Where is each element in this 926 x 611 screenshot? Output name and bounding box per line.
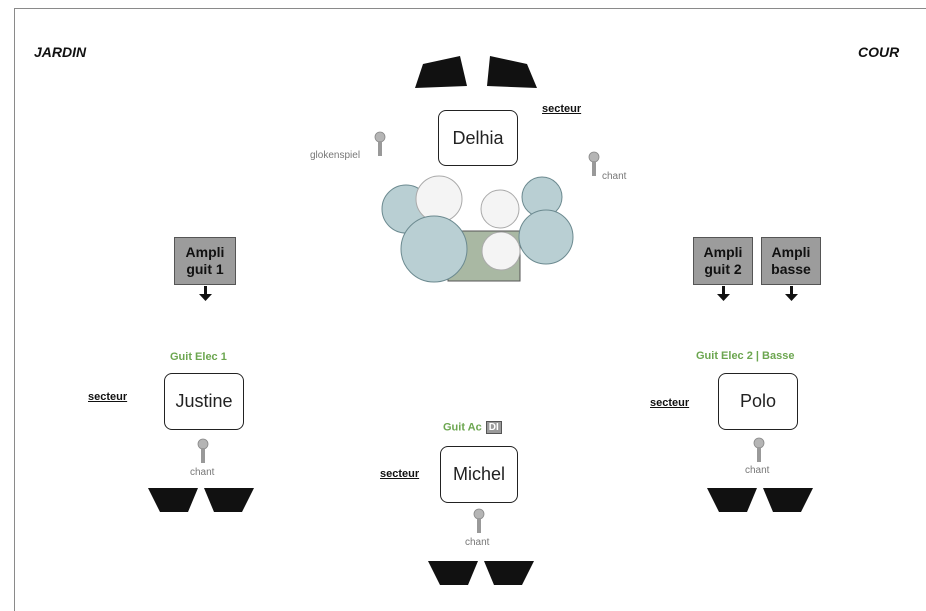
jardin-label: JARDIN bbox=[34, 44, 87, 60]
arrow-down-icon bbox=[199, 286, 212, 301]
monitor-wedge-right bbox=[487, 56, 537, 88]
instrument-polo: Guit Elec 2 | Basse bbox=[696, 350, 795, 362]
drum-tom-left bbox=[415, 175, 463, 223]
stage-frame bbox=[14, 8, 926, 611]
ampli-guit-2-line1: Ampli bbox=[703, 244, 743, 260]
musician-polo: Polo bbox=[718, 373, 798, 430]
secteur-polo: secteur bbox=[650, 397, 690, 409]
secteur-justine: secteur bbox=[88, 391, 128, 403]
arrow-down-icon bbox=[717, 286, 730, 301]
mic-label-chant-justine: chant bbox=[190, 467, 215, 478]
mic-label-glokenspiel: glokenspiel bbox=[310, 150, 361, 161]
musician-justine: Justine bbox=[164, 373, 244, 430]
monitor-wedge-left bbox=[415, 56, 467, 88]
cour-label: COUR bbox=[858, 44, 900, 60]
monitor-wedge-left bbox=[428, 561, 478, 585]
drum-kit bbox=[381, 175, 574, 283]
instrument-michel-label: Guit Ac bbox=[443, 421, 482, 434]
musician-michel: Michel bbox=[440, 446, 518, 503]
mic-icon-chant-delhia bbox=[588, 151, 600, 176]
ampli-basse-line1: Ampli bbox=[771, 244, 811, 260]
monitor-wedge-right bbox=[763, 488, 813, 512]
arrow-down-icon bbox=[785, 286, 798, 301]
secteur-delhia: secteur bbox=[542, 103, 582, 115]
drummer-monitors bbox=[415, 56, 537, 88]
mic-icon-chant-justine bbox=[197, 438, 209, 463]
monitors-polo bbox=[707, 488, 813, 512]
secteur-michel: secteur bbox=[380, 468, 420, 480]
monitor-wedge-right bbox=[484, 561, 534, 585]
ampli-basse-line2: basse bbox=[771, 261, 811, 277]
instrument-justine: Guit Elec 1 bbox=[170, 351, 227, 363]
mic-icon-chant-michel bbox=[473, 508, 485, 533]
ampli-basse: Ampli basse bbox=[761, 237, 821, 285]
monitors-michel bbox=[428, 561, 534, 585]
drum-floor-tom bbox=[481, 231, 521, 271]
musician-delhia: Delhia bbox=[438, 110, 518, 166]
monitors-justine bbox=[148, 488, 254, 512]
monitor-wedge-right bbox=[204, 488, 254, 512]
ampli-guit-2-line2: guit 2 bbox=[704, 261, 742, 277]
monitor-wedge-left bbox=[707, 488, 757, 512]
di-badge: DI bbox=[485, 421, 502, 434]
mic-label-chant-delhia: chant bbox=[602, 171, 627, 182]
drum-cymbal-right bbox=[518, 209, 574, 265]
drum-tom-right bbox=[480, 189, 520, 229]
drum-cymbal-crash bbox=[400, 215, 468, 283]
ampli-guit-2: Ampli guit 2 bbox=[693, 237, 753, 285]
ampli-guit-1-line1: Ampli bbox=[185, 244, 225, 260]
ampli-guit-1: Ampli guit 1 bbox=[174, 237, 236, 285]
monitor-wedge-left bbox=[148, 488, 198, 512]
mic-icon-glokenspiel bbox=[374, 131, 386, 156]
mic-icon-chant-polo bbox=[753, 437, 765, 462]
ampli-guit-1-line2: guit 1 bbox=[186, 261, 224, 277]
mic-label-chant-polo: chant bbox=[745, 465, 770, 476]
mic-label-chant-michel: chant bbox=[465, 537, 490, 548]
